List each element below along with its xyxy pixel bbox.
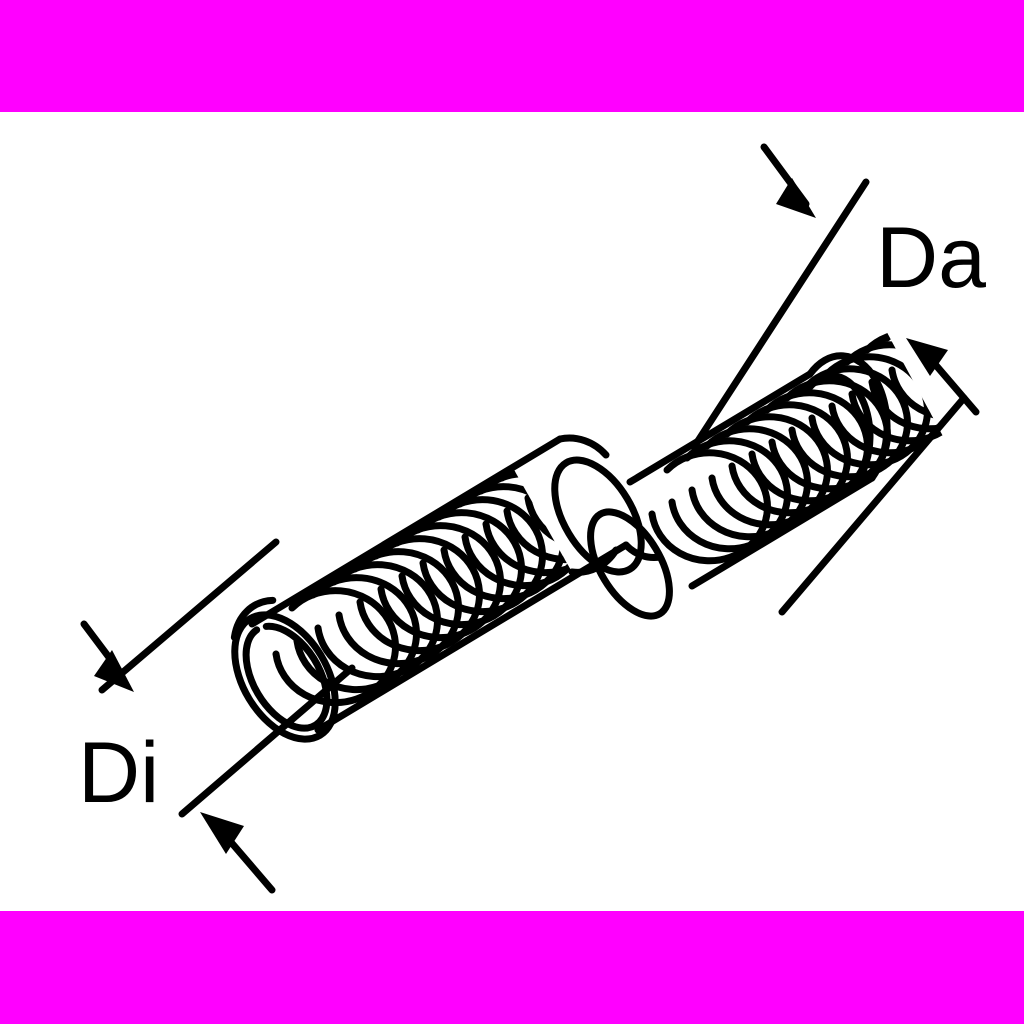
left-end-outer-rim xyxy=(231,611,339,743)
da-label: Da xyxy=(876,210,986,306)
right-coil-back-edge xyxy=(626,370,814,486)
spring-technical-drawing: Da Di xyxy=(78,143,986,894)
da-extension-line-upper xyxy=(690,178,870,451)
lower-left-coil-section xyxy=(230,392,630,743)
outer-diameter-dimension: Da xyxy=(690,143,986,616)
centre-junction xyxy=(551,434,673,620)
right-end-cap-inner xyxy=(802,372,874,484)
junction-wire-lower xyxy=(622,541,664,561)
da-arrow-2-head xyxy=(906,338,948,376)
junction-wire-upper xyxy=(556,434,610,459)
bottom-magenta-band xyxy=(0,911,1024,1024)
da-arrow-1-head xyxy=(776,178,816,218)
spring-geometry: Da Di xyxy=(78,143,986,894)
left-coil-front-edge xyxy=(314,541,630,734)
di-arrow-2-head xyxy=(200,812,244,854)
left-end-wire-tail xyxy=(230,596,277,641)
di-extension-line-lower xyxy=(178,664,356,818)
upper-right-coil-section xyxy=(626,269,965,590)
di-arrow-1-head xyxy=(94,650,134,692)
junction-wire-cross xyxy=(568,546,620,576)
junction-loop-right xyxy=(587,508,673,620)
da-extension-line-lower xyxy=(778,394,968,616)
inner-diameter-dimension: Di xyxy=(78,538,356,894)
right-coil-turns xyxy=(648,269,965,565)
drawing-canvas: Da Di xyxy=(0,112,1024,911)
junction-loop-left xyxy=(551,456,645,576)
left-end-inner-bore xyxy=(242,622,331,732)
top-magenta-band xyxy=(0,0,1024,112)
right-end-cap xyxy=(806,352,891,482)
di-extension-line-upper xyxy=(98,538,280,694)
di-label: Di xyxy=(78,725,159,821)
right-coil-front-edge xyxy=(688,474,876,590)
